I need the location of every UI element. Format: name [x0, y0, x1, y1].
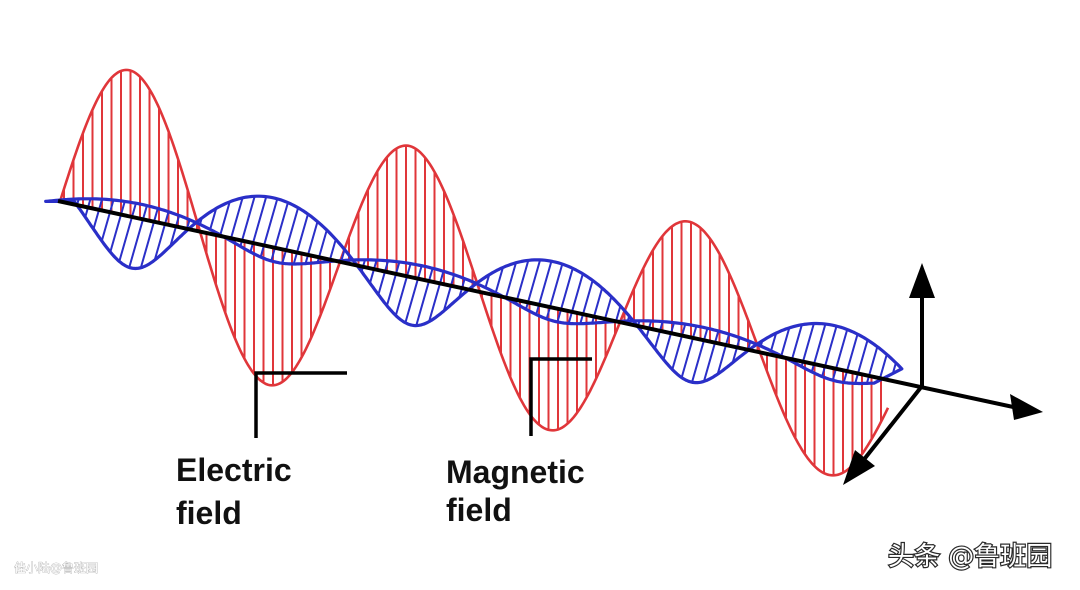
magnetic-hatch-line	[892, 309, 902, 384]
diagonal-axis	[860, 384, 924, 464]
vertical-arrow-icon	[909, 263, 935, 298]
magnetic-field-leader-line	[529, 357, 592, 436]
magnetic-hatch-line	[0, 131, 31, 271]
propagation-arrow-icon	[1010, 394, 1043, 420]
magnetic-field-label-line2: field	[446, 492, 512, 528]
propagation-axis	[57, 199, 1019, 410]
magnetic-hatch-line	[0, 131, 20, 271]
electric-field-label-line1: Electric	[176, 452, 292, 488]
magnetic-field-outline	[44, 194, 904, 386]
electric-field-hatching	[63, 70, 882, 476]
electric-field-wave	[58, 68, 890, 477]
coordinate-axes	[843, 263, 935, 485]
watermark-bottom-left: 佳小陆@鲁班园	[14, 560, 98, 575]
watermark-bottom-right: 头条 @鲁班园	[888, 542, 1052, 572]
electric-field-label-line2: field	[176, 495, 242, 531]
magnetic-field-label-line1: Magnetic	[446, 454, 585, 490]
magnetic-hatch-line	[2, 131, 42, 271]
diagonal-arrow-icon	[843, 450, 875, 485]
electric-field-leader-line	[254, 371, 347, 438]
electric-field-outline	[58, 68, 890, 477]
